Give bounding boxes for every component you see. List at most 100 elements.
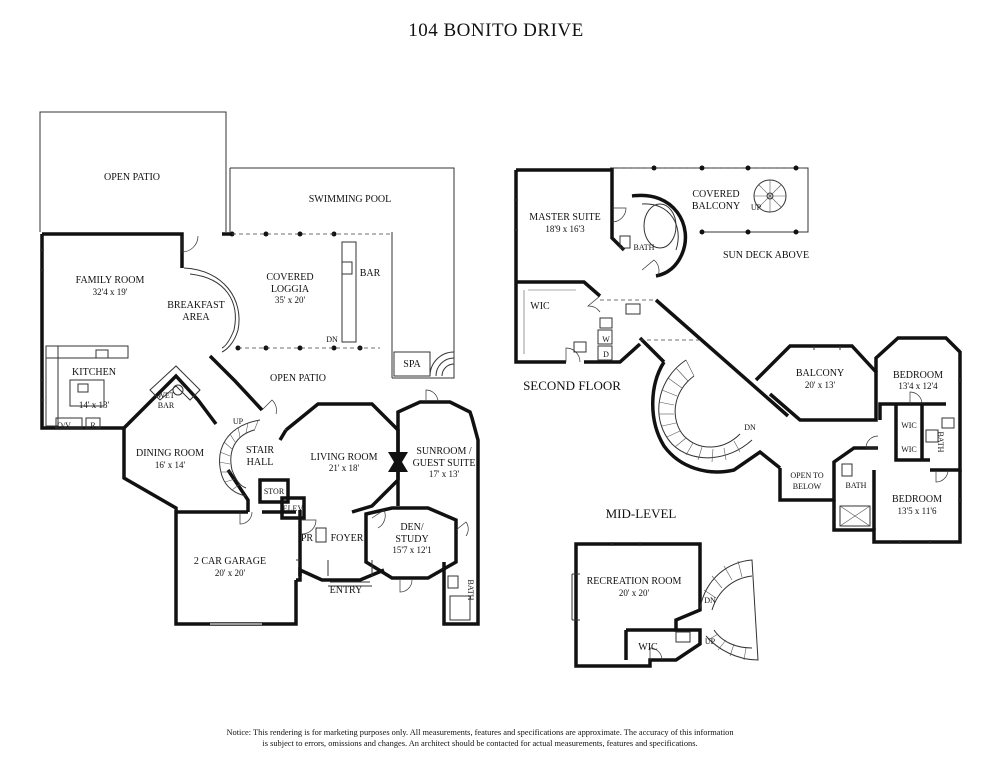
wall-patio-diag — [208, 354, 264, 412]
label-garage: 2 CAR GARAGE — [194, 556, 266, 567]
wall-bath — [442, 520, 480, 626]
dim-garage: 20' x 20' — [215, 568, 246, 578]
bar-counter — [341, 241, 357, 343]
label-wet-bar-2: BAR — [158, 401, 175, 410]
dim-kitchen: 14' x 13' — [79, 400, 110, 410]
fireplace-icon — [388, 452, 408, 472]
wall-master-west — [514, 170, 594, 364]
dim-balcony: 20' x 13' — [805, 380, 836, 390]
dim-sunroom: 17' x 13' — [429, 469, 460, 479]
label-up-second: UP — [751, 203, 762, 212]
label-open-to-below: OPEN TO — [790, 471, 823, 480]
label-open-to-below-2: BELOW — [793, 482, 822, 491]
label-balcony: BALCONY — [796, 368, 844, 379]
label-mid-level: MID-LEVEL — [606, 506, 677, 521]
elev-box — [280, 496, 306, 520]
wall-sunroom — [396, 400, 480, 520]
dim-bedroom-1: 13'4 x 12'4 — [898, 381, 938, 391]
label-kitchen: KITCHEN — [72, 367, 116, 378]
washer — [597, 329, 613, 345]
label-bath-first: BATH — [466, 580, 475, 601]
label-dn-mid: DN — [704, 596, 716, 605]
label-covered-loggia-2: LOGGIA — [271, 284, 310, 295]
label-covered-balcony: COVERED — [692, 189, 739, 200]
breakfast-curve-2 — [189, 273, 236, 349]
label-spa: SPA — [403, 359, 421, 370]
breakfast-curve — [183, 267, 240, 353]
label-second-floor: SECOND FLOOR — [523, 378, 621, 393]
label-mid-wic: WIC — [638, 642, 658, 653]
dim-recreation-room: 20' x 20' — [619, 588, 650, 598]
dim-master-suite: 18'9 x 16'3 — [545, 224, 585, 234]
kitchen-island — [69, 379, 105, 407]
label-family-room: FAMILY ROOM — [76, 275, 145, 286]
main-stair-outer — [658, 359, 753, 459]
wall-north — [42, 232, 232, 268]
bathtub — [643, 203, 677, 249]
dim-living-room: 21' x 18' — [329, 463, 360, 473]
label-bedroom-2: BEDROOM — [892, 494, 942, 505]
dim-dining-room: 16' x 14' — [155, 460, 186, 470]
label-stair-hall-2: HALL — [247, 457, 274, 468]
label-entry: ENTRY — [330, 585, 363, 596]
label-pr: PR — [301, 533, 314, 544]
label-covered-balcony-2: BALCONY — [692, 201, 740, 212]
label-master-wic: WIC — [530, 301, 550, 312]
balcony-outline — [610, 167, 809, 233]
label-up-mid: UP — [705, 637, 716, 646]
wall-west — [40, 234, 178, 512]
dryer — [597, 345, 613, 361]
window-marks — [40, 249, 300, 561]
open-patio-outline — [39, 111, 227, 232]
dim-covered-loggia: 35' x 20' — [275, 295, 306, 305]
label-wic-b: WIC — [901, 445, 917, 454]
label-open-patio-top: OPEN PATIO — [104, 172, 160, 183]
notice-line-1: Notice: This rendering is for marketing … — [226, 728, 734, 737]
wall-open-below — [778, 446, 878, 502]
label-breakfast: BREAKFAST — [167, 300, 225, 311]
spa-box — [393, 351, 431, 377]
balcony-posts — [651, 165, 799, 235]
label-bath-c: BATH — [846, 481, 867, 490]
stor-box — [258, 478, 290, 504]
mid-level — [571, 542, 759, 668]
door-arc — [181, 235, 199, 253]
stair-treads — [218, 420, 259, 491]
label-r: R — [90, 421, 96, 430]
wall-foyer — [298, 567, 385, 582]
main-stair-inner — [674, 375, 741, 448]
label-stor: STOR — [264, 487, 285, 496]
dim-den: 15'7 x 12'1 — [392, 545, 431, 555]
tub-2 — [839, 505, 871, 527]
wall-wetbar — [122, 373, 218, 430]
dim-bedroom-2: 13'5 x 11'6 — [898, 506, 937, 516]
mid-stair — [699, 559, 759, 661]
dim-family-room: 32'4 x 19' — [93, 287, 128, 297]
label-dn-first: DN — [326, 335, 338, 344]
wall-master-north — [516, 168, 626, 252]
room-labels: OPEN PATIO SWIMMING POOL FAMILY ROOM 32'… — [57, 172, 945, 748]
label-sun-deck: SUN DECK ABOVE — [723, 250, 809, 261]
label-breakfast-2: AREA — [182, 312, 210, 323]
wall-mid-wic — [624, 628, 676, 660]
label-master-suite: MASTER SUITE — [529, 212, 600, 223]
label-wic-a: WIC — [901, 421, 917, 430]
label-covered-loggia: COVERED — [266, 272, 313, 283]
wall-stair — [226, 469, 250, 512]
wall-wic — [516, 280, 602, 298]
second-floor — [514, 165, 962, 544]
label-bedroom-1: BEDROOM — [893, 370, 943, 381]
label-bath-b: BATH — [936, 432, 945, 453]
wall-living-west — [278, 429, 288, 441]
first-floor — [39, 111, 480, 626]
label-den-2: STUDY — [395, 534, 428, 545]
wall-stair-curve — [651, 361, 782, 474]
label-d: D — [603, 350, 609, 359]
plan-title: 104 BONITO DRIVE — [408, 20, 583, 41]
stair-curve-outer — [219, 419, 261, 497]
notice-line-2: is subject to errors, omissions and chan… — [262, 739, 697, 748]
label-w: W — [602, 335, 610, 344]
label-swimming-pool: SWIMMING POOL — [309, 194, 392, 205]
label-dining-room: DINING ROOM — [136, 448, 204, 459]
